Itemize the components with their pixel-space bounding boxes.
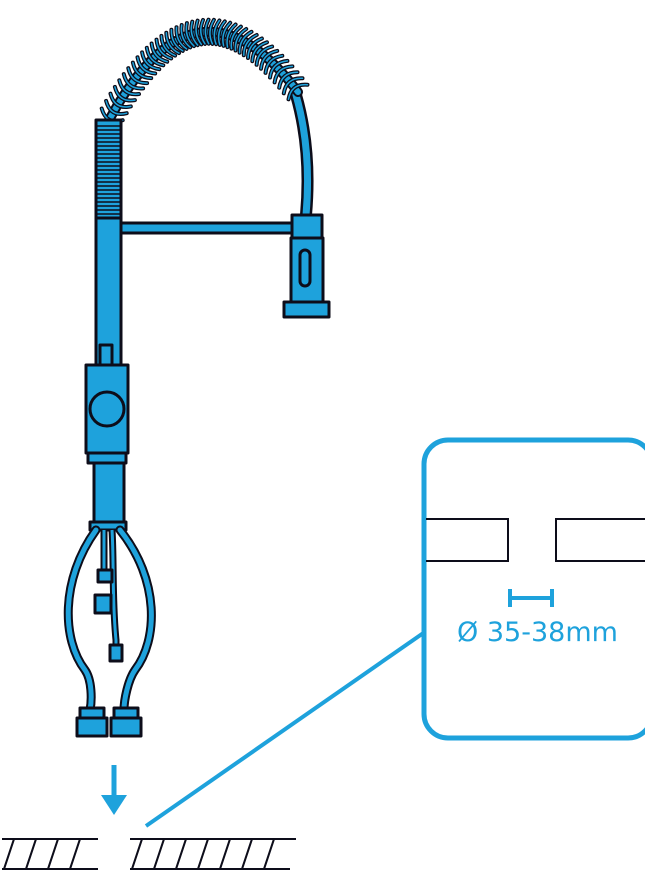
hole-diameter-label: Ø 35-38mm: [457, 617, 618, 648]
spray-head-top: [290, 213, 324, 242]
hose-fitting: [96, 568, 114, 584]
dimension-marker-icon: [508, 589, 554, 607]
countertop-hatch-icon: [2, 838, 296, 870]
spray-head-base: [282, 300, 331, 319]
countertop-section: [426, 518, 645, 562]
pull-down-faucet-icon: [63, 17, 331, 738]
down-arrow-icon: [101, 765, 127, 815]
hole-detail-callout: [421, 437, 645, 741]
coil-spring: [99, 17, 310, 127]
callout-leader-line: [144, 625, 434, 828]
spout-arm: [116, 221, 298, 235]
spray-button: [298, 248, 312, 288]
mixer-knob: [88, 390, 126, 428]
